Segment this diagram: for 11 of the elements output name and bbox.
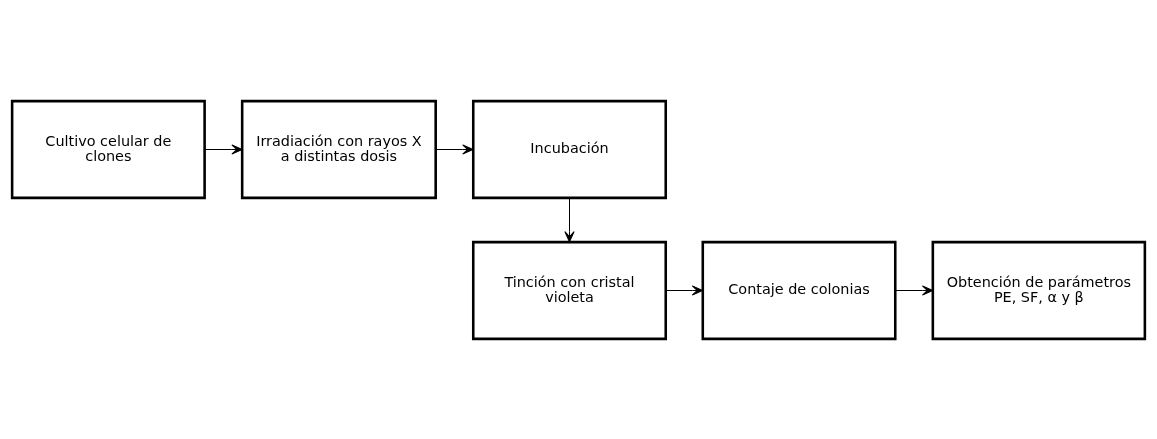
node-box: Incubación <box>471 99 667 199</box>
node-box: Irradiación con rayos X a distintas dosis <box>240 99 437 199</box>
node-box: Cultivo celular de clones <box>10 99 206 199</box>
arrow <box>564 197 575 242</box>
arrow <box>204 143 243 155</box>
node-box: Contaje de colonias <box>701 240 897 340</box>
node-box: Tinción con cristal violeta <box>471 240 667 340</box>
arrow <box>895 284 934 296</box>
node-box: Obtención de parámetros PE, SF, α y β <box>931 240 1147 340</box>
arrow <box>435 143 474 155</box>
arrow <box>665 284 704 296</box>
